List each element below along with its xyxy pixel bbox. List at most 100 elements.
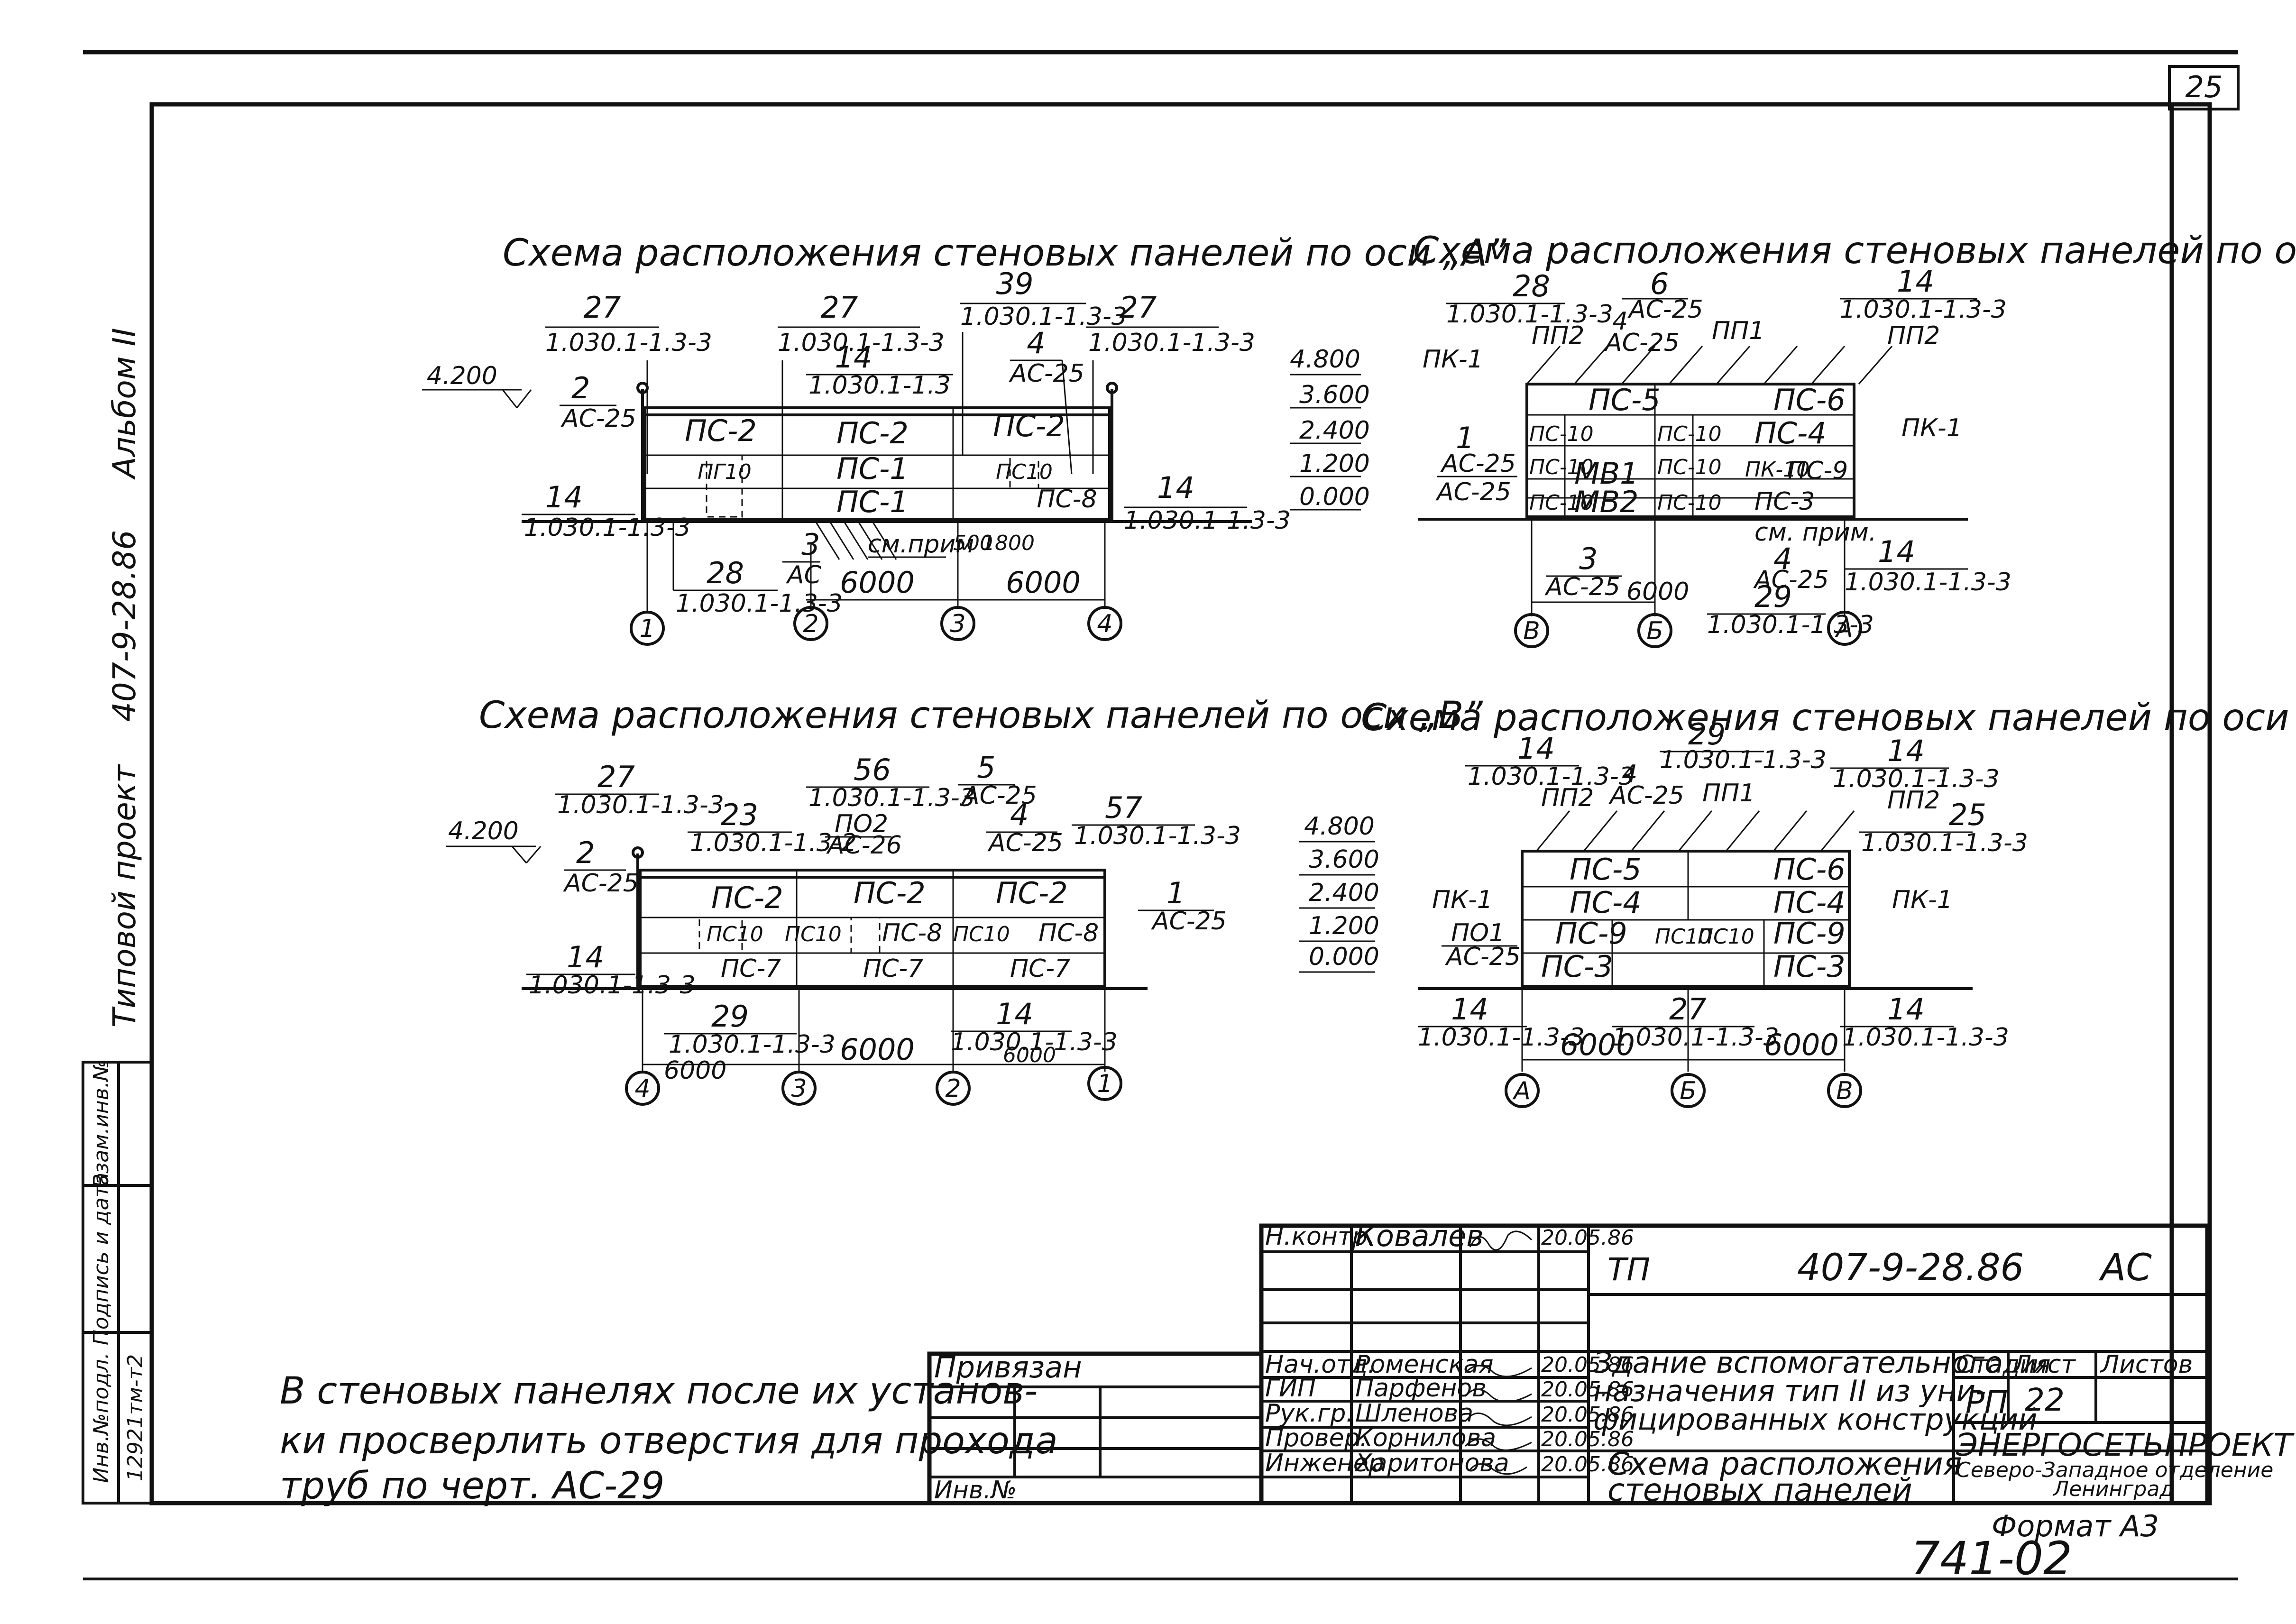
sheets-label: Листов (2100, 1350, 2193, 1379)
mark-num: 4 (1010, 798, 1029, 832)
panel-label: ПС-2 (836, 416, 909, 450)
mark-code: 1.030.1-1.3-3 (1124, 506, 1291, 535)
panel-label: ПС-10 (1657, 422, 1722, 446)
side-code-label: 407-9-28.86 (106, 530, 143, 722)
mark-code: 1.030.1-1.3-3 (1660, 746, 1827, 774)
person-name: Роменская (1355, 1350, 1494, 1379)
panel-label: ПС-6 (1773, 852, 1846, 887)
mark-code: 1.030.1-1.3-3 (1468, 762, 1635, 791)
stamp-box (1259, 1223, 2210, 1505)
elevation-mark: 1.200 (1299, 450, 1370, 478)
axis-label: А (1835, 615, 1853, 643)
panel-label: ПС10 (1698, 925, 1754, 949)
mark-num: 14 (835, 340, 872, 375)
mark-num: 29 (1754, 579, 1792, 614)
mark-code: АС-25 (1009, 359, 1084, 388)
view-v-axes: 4 3 2 1 (625, 1066, 1122, 1106)
mark-num: 2 (571, 371, 590, 405)
dimension: 6000 (1003, 1043, 1056, 1067)
mark-num: 23 (721, 798, 758, 832)
view-4-roof-hatch (1535, 810, 1855, 852)
panel-label: ПС-4 (1570, 885, 1642, 920)
side-labels: Альбом II 407-9-28.86 Типовой проект (106, 328, 143, 1028)
mark-num: 14 (567, 940, 604, 974)
mark-num: 14 (1157, 470, 1194, 505)
tp-label: ТП (1607, 1251, 1650, 1288)
title-block: Привязан Инв.№ Н.контр. Нач.отд. ГИП Рук… (927, 1219, 2295, 1585)
mark-code: 1.030.1-1.3-3 (1833, 765, 2000, 793)
sign-date: 20.05.86 (1541, 1226, 1634, 1250)
panel-label: МВ1 (1574, 456, 1638, 491)
view-v-title: Схема расположения стеновых панелей по о… (479, 694, 1483, 737)
panel-label: ПС-2 (711, 881, 783, 915)
mark-code: 1.030.1-1.3-3 (778, 329, 945, 357)
note-line: В стеновых панелях после их установ- (280, 1370, 1038, 1413)
person-name: Харитонова (1354, 1449, 1509, 1477)
view-axis-1: Схема расположения стеновых панелей по о… (1413, 229, 2296, 648)
role-label: Рук.гр. (1265, 1399, 1354, 1428)
mark-num: 27 (597, 760, 635, 794)
panel-label: ПС-7 (863, 954, 923, 983)
sign-date: 20.05.86 (1541, 1403, 1634, 1427)
view-a-elevation: 4.200 (427, 362, 497, 390)
sign-date: 20.05.86 (1541, 1353, 1634, 1377)
panel-label: ПС-9 (1555, 916, 1627, 951)
mark-num: 1 (1166, 876, 1185, 910)
mark-code: 1.030.1-1.3-2 (690, 829, 857, 857)
mark-code: 1.030.1-1.3-3 (1861, 829, 2028, 857)
signatures (1464, 1230, 1533, 1475)
panel-label: ПС10 (707, 922, 763, 946)
purlin-label: ПП2 (1887, 321, 1940, 350)
axis-label: А (1512, 1077, 1531, 1105)
mark-num: 1 (1456, 421, 1474, 455)
view-1-wall (1525, 383, 1855, 518)
mark-code: 1.030.1-1.3-3 (1074, 822, 1241, 850)
mark-code: АС-25 (1544, 573, 1620, 601)
panel-label: ПС-7 (721, 954, 781, 983)
mark-num: 14 (1887, 992, 1925, 1027)
album-label: Альбом II (106, 328, 143, 480)
mark-num: 29 (711, 999, 749, 1034)
panel-label: ПС10 (1655, 925, 1712, 949)
mark-code: 1.030.1-1.3-3 (1446, 300, 1613, 329)
sheet-label: Лист (2012, 1350, 2076, 1379)
dimension: 6000 (840, 565, 915, 600)
page-number: 25 (2186, 70, 2223, 104)
inv-orig-label: Инв.№подл. (89, 1352, 113, 1483)
mark-code: АС-25 (1753, 566, 1829, 594)
axis-label: 4 (634, 1074, 650, 1103)
mark-num: 5 (977, 750, 995, 785)
axis-label: 4 (1097, 610, 1112, 638)
panel-label: ПС-6 (1773, 383, 1846, 417)
view-v-elevation: 4.200 (448, 817, 519, 845)
mark-num: 27 (584, 290, 621, 325)
panel-label: ПС-1 (836, 451, 909, 486)
purlin-label: ПП2 (1532, 321, 1584, 350)
panel-label: ПС-3 (1773, 949, 1846, 984)
view-v-wall (639, 869, 1106, 988)
binding-label: Привязан (934, 1350, 1082, 1385)
mark-num: 14 (1887, 734, 1925, 768)
project-type-label: Типовой проект (106, 763, 143, 1028)
dimension: 6000 (1006, 565, 1081, 600)
doc-code: 407-9-28.86 (1797, 1247, 2024, 1289)
elevation-scale-top: 4.800 3.600 2.400 1.200 0.000 (1290, 345, 1370, 511)
panel-label: ПС-8 (1037, 485, 1097, 514)
panel-label: ПС-1 (836, 485, 909, 519)
panel-label: ПС-4 (1754, 416, 1827, 450)
elevation-mark: 4.800 (1290, 345, 1360, 374)
panel-label: ПС-10 (1657, 455, 1722, 479)
mark-code: 1.030.1-1.3-3 (951, 1028, 1118, 1056)
dimension: 6000 (1626, 578, 1689, 606)
mark-num: 14 (1517, 731, 1555, 766)
person-name: Ковалев (1355, 1219, 1484, 1253)
view-a-hatch (815, 521, 897, 560)
mark-code: 1.030.1-1.3-3 (1840, 295, 2007, 324)
panel-label: ПС10 (996, 460, 1053, 484)
view-a-title: Схема расположения стеновых панелей по о… (503, 232, 1506, 275)
view-axis-4: Схема расположения стеновых панелей по о… (1361, 697, 2296, 1108)
elevation-scale-bottom: 4.800 3.600 2.400 1.200 0.000 (1299, 812, 1379, 973)
purlin-label: ПП1 (1712, 317, 1764, 345)
mark-code: 1.030.1-1.3-3 (545, 329, 712, 357)
